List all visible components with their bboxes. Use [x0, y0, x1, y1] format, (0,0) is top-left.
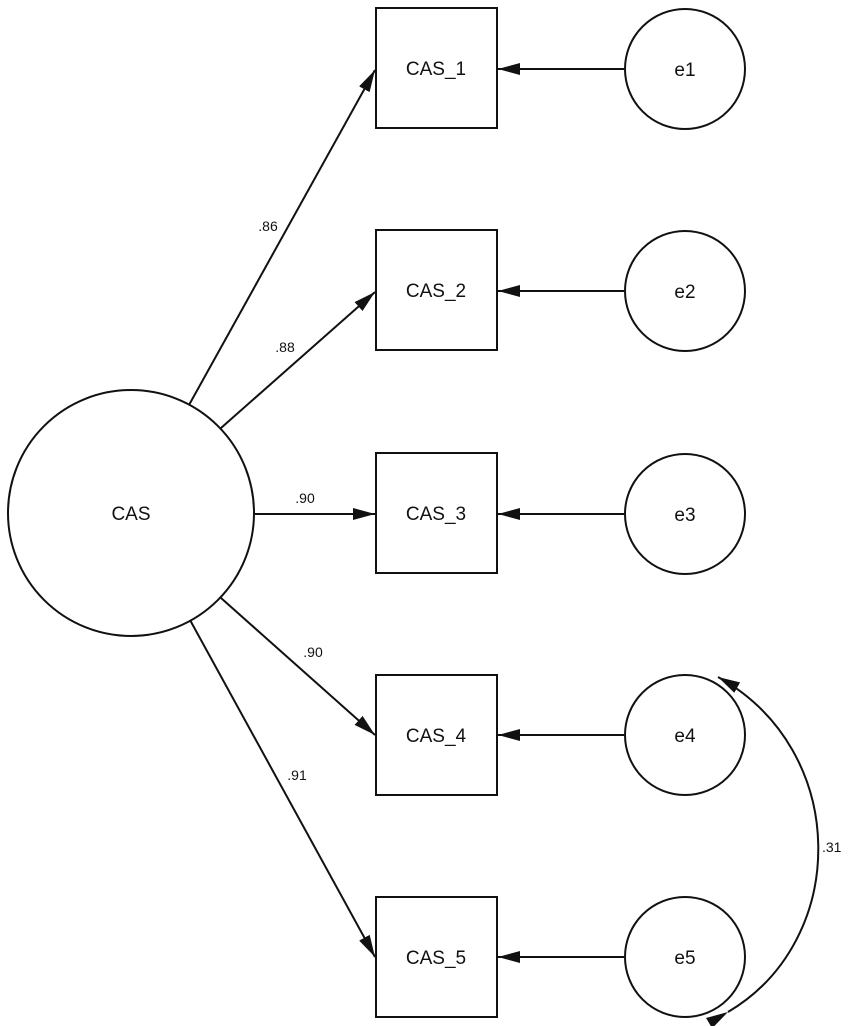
- error-circle-1: [624, 8, 746, 130]
- error-circle-2: [624, 230, 746, 352]
- loading-value-2: .88: [275, 339, 295, 355]
- covariance-arrow: [706, 676, 820, 1026]
- indicator-label-1: CAS_1: [406, 59, 466, 80]
- indicator-box-5: [375, 896, 498, 1018]
- indicator-label-3: CAS_3: [406, 504, 466, 525]
- indicator-label-5: CAS_5: [406, 948, 466, 969]
- indicator-box-1: [375, 7, 498, 129]
- error-label-1: e1: [674, 60, 695, 81]
- loading-arrow-5: [189, 619, 376, 958]
- loading-value-5: .91: [287, 767, 307, 783]
- loading-arrow-4: [220, 597, 376, 736]
- error-label-5: e5: [674, 948, 695, 969]
- loading-value-1: .86: [258, 218, 278, 234]
- indicator-box-3: [375, 452, 498, 574]
- loading-value-3: .90: [295, 490, 315, 506]
- indicator-box-2: [375, 229, 498, 351]
- loading-value-4: .90: [303, 644, 323, 660]
- loading-arrow-1: [188, 69, 376, 406]
- latent-factor-circle: [7, 389, 255, 637]
- error-label-2: e2: [674, 282, 695, 303]
- error-label-3: e3: [674, 505, 695, 526]
- indicator-label-4: CAS_4: [406, 726, 467, 747]
- loading-arrow-2: [220, 291, 376, 429]
- covariance-value: .31: [822, 839, 842, 855]
- indicator-label-2: CAS_2: [406, 281, 466, 302]
- error-circle-3: [624, 453, 746, 575]
- indicator-box-4: [375, 674, 498, 796]
- error-label-4: e4: [674, 726, 696, 747]
- latent-factor-label: CAS: [111, 504, 150, 525]
